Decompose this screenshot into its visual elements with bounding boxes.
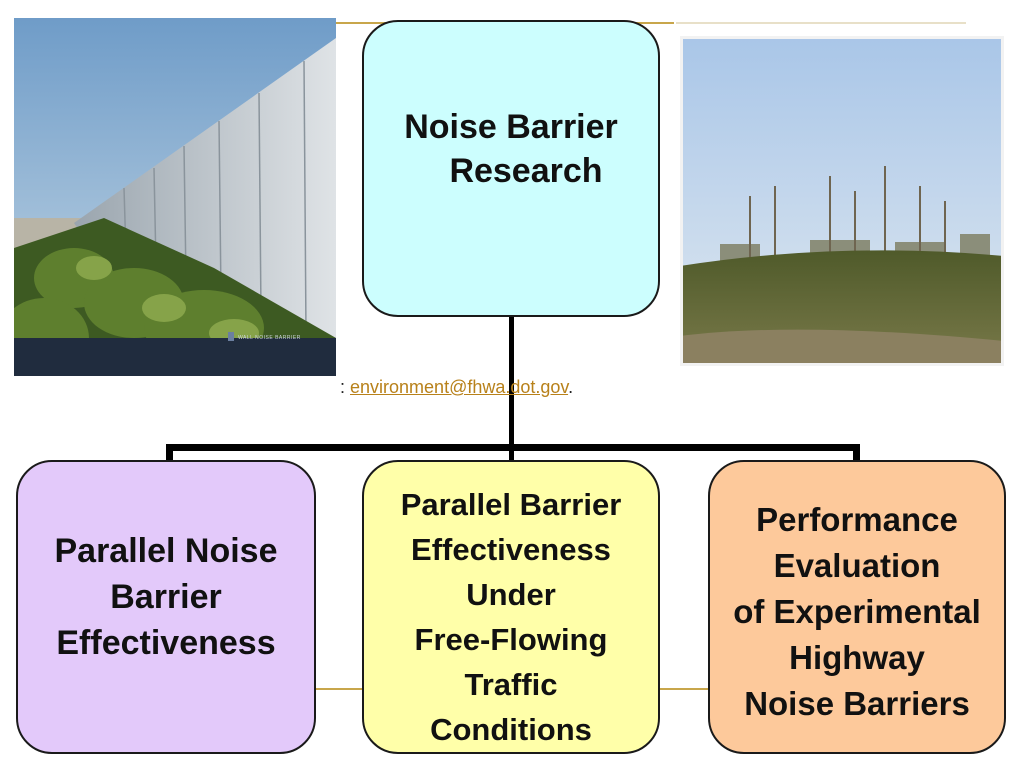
- node-label-line: Noise Barrier: [404, 108, 618, 146]
- node-label-line: Parallel Noise: [54, 532, 278, 570]
- node-free-flowing-traffic-effectiveness: Parallel Barrier Effectiveness Under Fre…: [362, 460, 660, 754]
- contact-suffix: .: [568, 377, 574, 397]
- node-label-line: Traffic: [464, 667, 558, 702]
- node-label-line: Research: [449, 152, 603, 190]
- earth-berm-photo: [680, 36, 1004, 366]
- node-label-line: of Experimental: [733, 593, 981, 630]
- bottom-accent-line-left: [314, 688, 364, 690]
- node-label-line: Evaluation: [773, 547, 941, 584]
- node-label-line: Noise Barriers: [744, 685, 970, 722]
- connector-trunk: [509, 316, 514, 451]
- node-label-line: Barrier: [110, 578, 222, 616]
- node-label-line: Free-Flowing: [414, 622, 608, 657]
- node-label-line: Performance: [756, 501, 958, 538]
- node-experimental-barrier-evaluation: Performance Evaluation of Experimental H…: [708, 460, 1006, 754]
- node-noise-barrier-research: Noise Barrier Research: [362, 20, 660, 317]
- node-label-line: Conditions: [430, 712, 592, 747]
- noise-wall-photo: [14, 18, 336, 376]
- node-label-line: Under: [466, 577, 556, 612]
- connector-drop-center: [509, 444, 514, 462]
- node-label-line: Highway: [789, 639, 925, 676]
- email-link[interactable]: environment@fhwa.dot.gov: [350, 377, 569, 397]
- node-label-line: Effectiveness: [411, 532, 611, 567]
- node-label-line: Parallel Barrier: [400, 487, 622, 522]
- top-accent-line-right: [676, 22, 966, 24]
- contact-line: : environment@fhwa.dot.gov.: [340, 377, 573, 398]
- connector-drop-left: [166, 444, 173, 462]
- connector-drop-right: [853, 444, 860, 462]
- contact-prefix: :: [340, 377, 351, 397]
- node-label-line: Effectiveness: [56, 624, 276, 662]
- caption-marker: [228, 332, 234, 341]
- photo-caption: WALL NOISE BARRIER: [238, 335, 301, 341]
- node-parallel-noise-barrier-effectiveness: Parallel Noise Barrier Effectiveness: [16, 460, 316, 754]
- bottom-accent-line-right: [660, 688, 710, 690]
